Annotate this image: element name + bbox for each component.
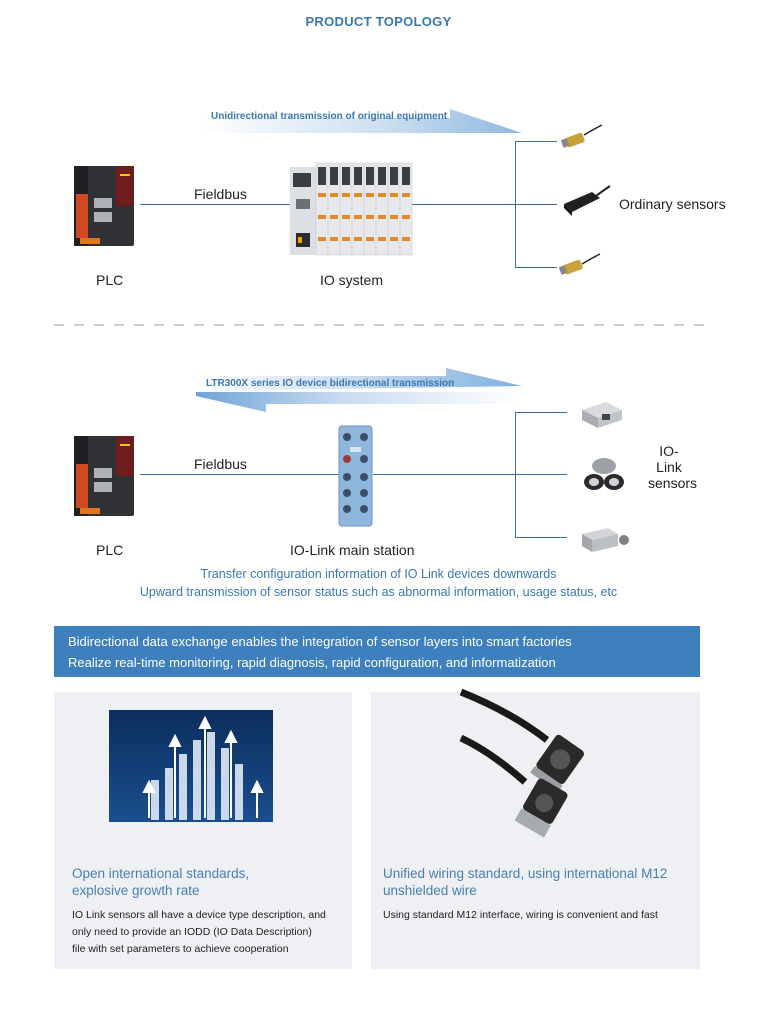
bracket-branch [515,537,567,538]
card-2-title-line2: unshielded wire [383,883,477,898]
card-1-text: IO Link sensors all have a device type d… [72,907,342,958]
banner-line-1: Bidirectional data exchange enables the … [68,634,572,649]
master-to-sensors-line [373,474,516,475]
card-2-text-line1: Using standard M12 interface, wiring is … [383,909,658,921]
pressure-sensor-icon [584,458,624,490]
card-2-title-line1: Unified wiring standard, using internati… [383,866,668,881]
fieldbus-label-top: Fieldbus [194,186,247,202]
card-2-title: Unified wiring standard, using internati… [383,865,667,899]
banner-line-2: Realize real-time monitoring, rapid diag… [68,655,556,670]
bracket-branch [515,204,557,205]
note-line-1: Transfer configuration information of IO… [200,567,557,581]
bracket-branch [515,412,567,413]
section-divider [54,324,704,326]
main-station-label: IO-Link main station [290,542,415,558]
card-1-title: Open international standards, explosive … [72,865,249,899]
plc-device-bottom [74,436,134,516]
card-1-text-line3: file with set parameters to achieve coop… [72,943,289,955]
photoelectric-sensor-icon [564,185,611,216]
feature-card-wiring: Unified wiring standard, using internati… [371,688,700,969]
tilt-sensor-icon [582,402,622,428]
card-2-text: Using standard M12 interface, wiring is … [383,907,693,924]
plc-label-bottom: PLC [96,542,124,558]
page-title: PRODUCT TOPOLOGY [305,14,452,29]
proximity-sensor-icon [559,253,601,275]
m12-cable-image [459,688,585,838]
plc-device-top [74,166,134,246]
proximity-sensor-icon [561,124,603,148]
unidirectional-arrow [200,109,522,133]
io-link-master-device [338,425,373,527]
growth-arrows-image [109,710,273,822]
io-to-sensors-line [412,204,516,205]
bracket-branch [515,474,567,475]
card-1-text-line2: only need to provide an IODD (IO Data De… [72,926,312,938]
io-system-device [290,162,413,256]
card-1-title-line1: Open international standards, [72,866,250,881]
bracket-branch [515,267,557,268]
unidirectional-label: Unidirectional transmission of original … [211,111,448,122]
io-link-sensors-line1: IO-Link [656,443,682,475]
fieldbus-line-top [140,204,300,205]
vibration-sensor-icon [582,528,629,552]
note-line-2: Upward transmission of sensor status suc… [139,585,618,599]
bidirectional-label: LTR300X series IO device bidirectional t… [206,378,455,389]
bidirectional-arrow [196,368,522,412]
io-system-label: IO system [320,272,384,288]
io-link-sensors-line2: sensors [648,475,698,491]
ordinary-sensors-label: Ordinary sensors [619,196,726,212]
card-1-title-line2: explosive growth rate [72,883,200,898]
fieldbus-line-bottom [140,474,340,475]
fieldbus-label-bottom: Fieldbus [194,456,247,472]
feature-card-standards: Open international standards, explosive … [54,692,352,969]
sensor-bracket-bottom [515,412,516,538]
bracket-branch [515,141,557,142]
info-banner: Bidirectional data exchange enables the … [54,626,700,677]
card-1-text-line1: IO Link sensors all have a device type d… [72,909,326,921]
plc-label-top: PLC [96,272,124,288]
io-link-sensors-label: IO-Link sensors [648,443,698,491]
